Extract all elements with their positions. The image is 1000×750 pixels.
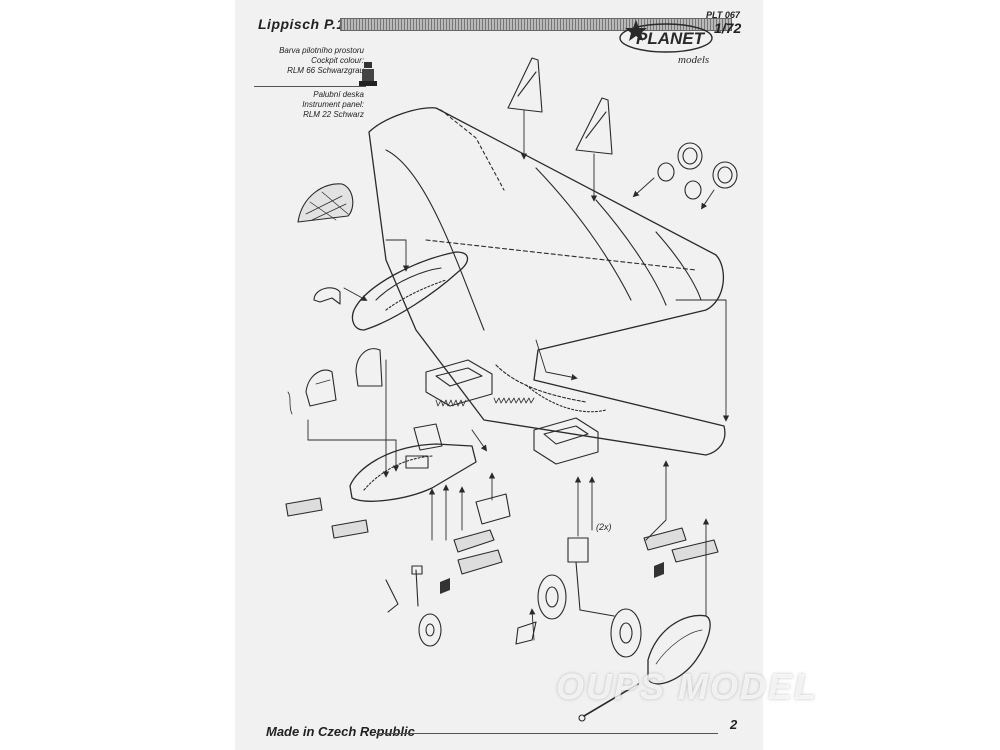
assembly-arrows [307,109,730,641]
panel-note-color: RLM 22 Schwarz [303,110,364,119]
logo-models-text: models [678,54,709,66]
cockpit-parts [287,287,383,415]
paint-pot-icon [359,62,377,86]
drop-tank [578,614,711,722]
small-parts [285,493,719,594]
page-number: 2 [730,717,738,732]
kit-code: PLT 067 [706,10,740,20]
assembly-drawing: PLANET models [285,20,738,722]
cockpit-note-czech: Barva pilotního prostoru [279,46,364,55]
instrument-panel-note: Palubní deska Instrument panel: RLM 22 S… [244,90,364,120]
planet-models-logo: PLANET models [619,20,713,66]
wheel-wells [425,359,599,465]
landing-gear [385,537,642,658]
watermark: OUPS MODEL [556,666,819,707]
instruction-sheet: Lippisch P.11 PLT 067 1/72 Barva pilotní… [236,0,816,750]
tail-fin-left [507,57,543,113]
footer-rule [376,733,718,734]
kit-scale: 1/72 [714,20,742,36]
kit-title: Lippisch P.11 [258,16,352,32]
tail-fin-right [575,97,613,155]
panel-note-english: Instrument panel: [302,100,364,109]
cockpit-tub [349,423,477,502]
nose-section [351,251,469,331]
canopy [297,183,354,223]
logo-planet-text: PLANET [636,29,706,48]
callout-2x: (2x) [596,522,612,532]
panel-note-czech: Palubní deska [313,90,364,99]
main-wing [368,107,726,456]
cockpit-colour-note: Barva pilotního prostoru Cockpit colour:… [244,46,364,76]
cockpit-note-english: Cockpit colour: [311,56,364,65]
note-divider [254,86,366,87]
engine-intakes [657,142,738,200]
cockpit-note-color: RLM 66 Schwarzgrau [287,66,364,75]
made-in-text: Made in Czech Republic [266,724,415,739]
